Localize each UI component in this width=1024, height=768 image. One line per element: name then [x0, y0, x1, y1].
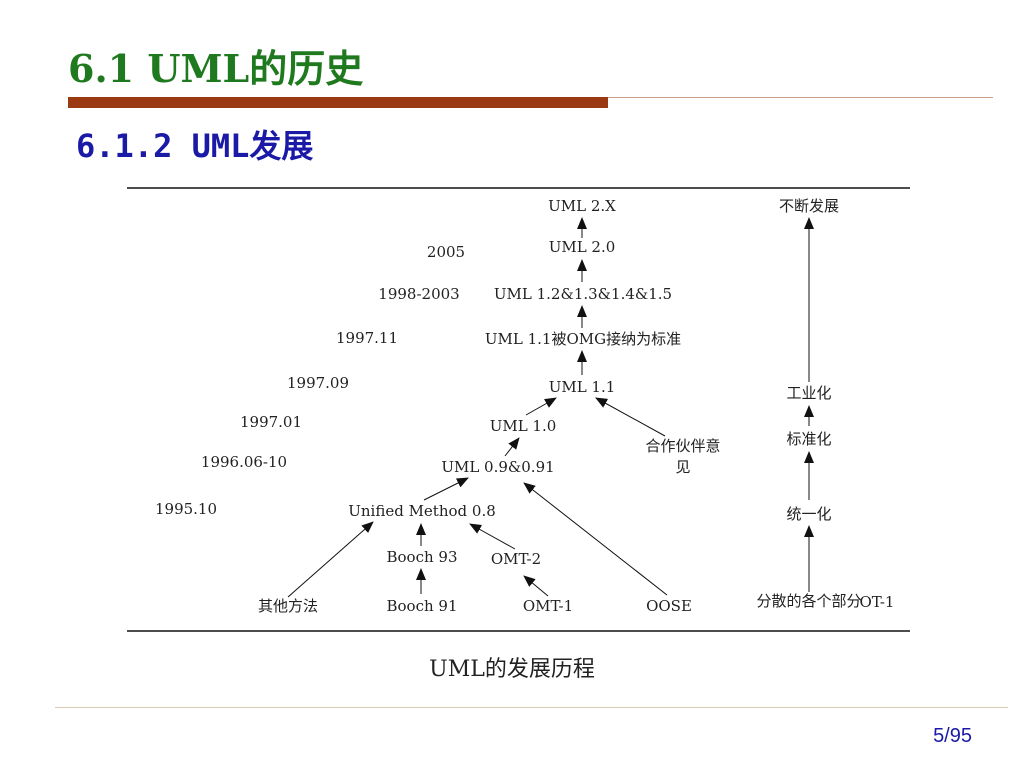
year-1998-2003: 1998-2003 — [378, 285, 459, 303]
arrow-others-to-unified — [287, 521, 374, 598]
node-uml11-omg: UML 1.1被OMG接纳为标准 — [485, 330, 681, 348]
diagram-caption: UML的发展历程 — [429, 657, 595, 682]
year-1996-06-10: 1996.06-10 — [201, 453, 287, 471]
node-partners-line2: 见 — [675, 458, 690, 476]
year-1997-01: 1997.01 — [240, 413, 302, 431]
node-uml09: UML 0.9&0.91 — [441, 458, 554, 476]
arrow-uml10-to-uml11 — [525, 397, 557, 416]
node-omt1: OMT-1 — [523, 597, 573, 615]
stage-scattered-parts: 分散的各个部分 — [756, 592, 861, 610]
node-oose: OOSE — [646, 597, 692, 615]
slide-subtitle: 6.1.2 UML发展 — [76, 127, 314, 165]
node-booch91: Booch 91 — [386, 597, 457, 615]
page-number: 5/95 — [933, 725, 972, 747]
node-uml11: UML 1.1 — [549, 378, 616, 396]
node-omt2: OMT-2 — [491, 550, 541, 568]
stage-overlap-tail: OT-1 — [860, 593, 895, 611]
node-uml20: UML 2.0 — [549, 238, 616, 256]
stage-standardization: 标准化 — [786, 430, 831, 448]
arrow-partners-to-uml11 — [595, 397, 666, 437]
node-partners-line1: 合作伙伴意 — [645, 437, 720, 455]
arrow-unified-to-uml09 — [423, 477, 469, 501]
node-unified-method-08: Unified Method 0.8 — [348, 502, 496, 520]
year-1997-11: 1997.11 — [336, 329, 398, 347]
year-1995-10: 1995.10 — [155, 500, 217, 518]
node-booch93: Booch 93 — [386, 548, 457, 566]
stage-unification: 统一化 — [786, 505, 831, 523]
arrow-uml09-to-uml10 — [504, 437, 520, 457]
footer-divider — [55, 707, 1008, 708]
title-underline-thick — [68, 97, 608, 108]
node-uml10: UML 1.0 — [490, 417, 557, 435]
title-underline-thin — [608, 97, 993, 98]
node-uml2x: UML 2.X — [548, 197, 616, 215]
node-other-methods: 其他方法 — [258, 597, 318, 615]
stage-industrialization: 工业化 — [786, 384, 831, 402]
slide-title: 6.1 UML的历史 — [68, 46, 364, 91]
arrow-omt2-to-unified — [469, 523, 516, 550]
year-2005: 2005 — [427, 243, 465, 261]
arrow-oose-to-uml09 — [523, 482, 668, 596]
stage-continuous-development: 不断发展 — [779, 197, 839, 215]
year-1997-09: 1997.09 — [287, 374, 349, 392]
arrow-omt1-to-omt2 — [523, 575, 549, 597]
node-uml12: UML 1.2&1.3&1.4&1.5 — [494, 285, 672, 303]
